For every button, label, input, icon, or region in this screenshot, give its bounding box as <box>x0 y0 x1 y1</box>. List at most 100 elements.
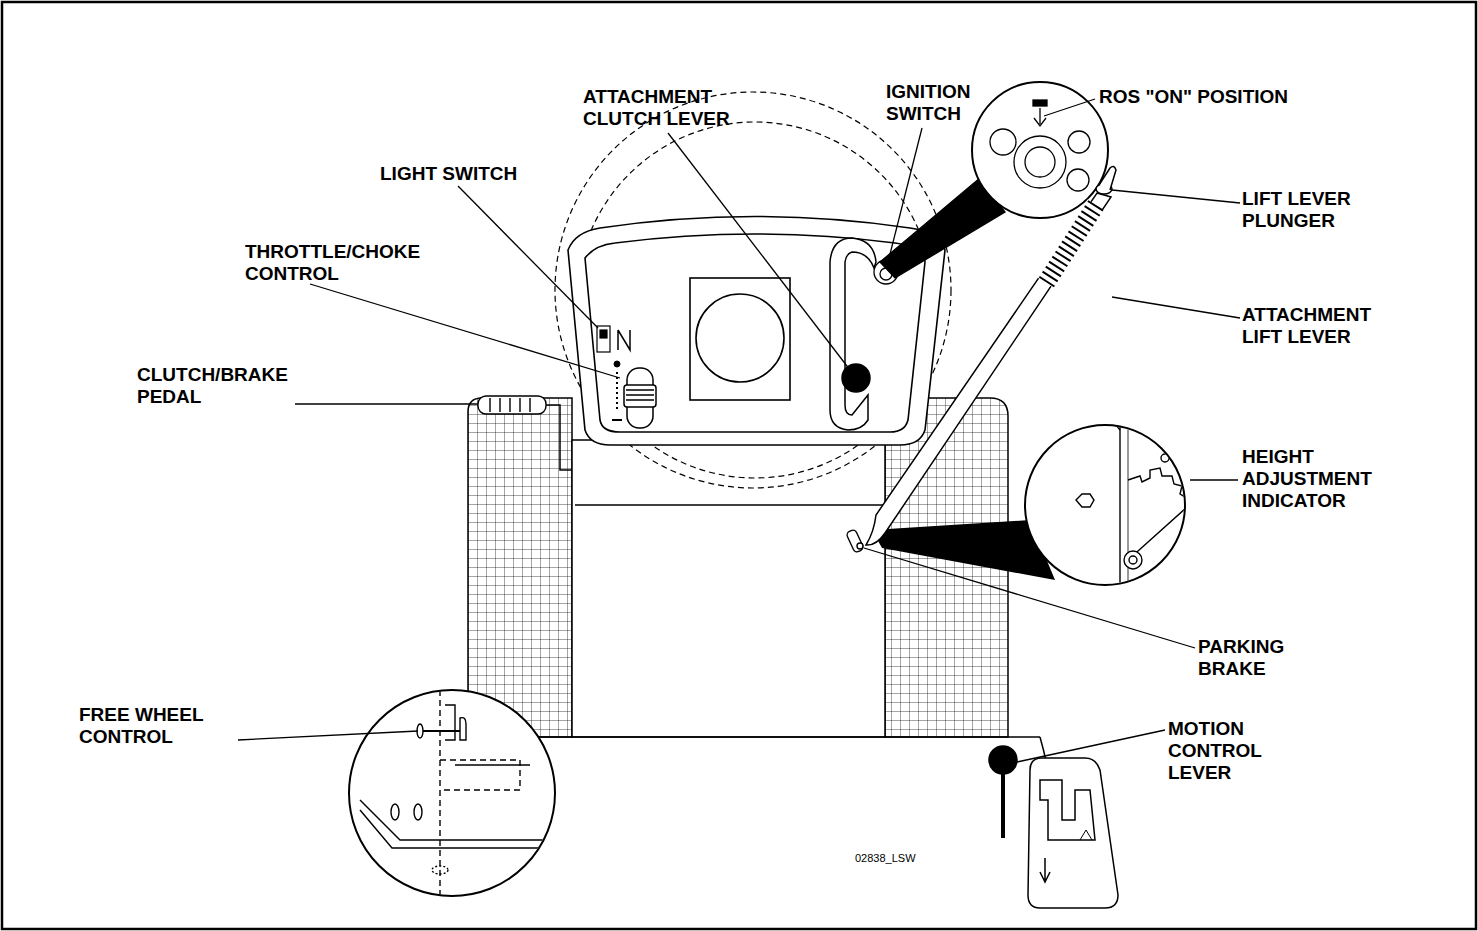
leader-line <box>1044 99 1095 116</box>
part-label: HEIGHT ADJUSTMENT INDICATOR <box>1242 446 1392 512</box>
part-label: ATTACHMENT LIFT LEVER <box>1242 304 1380 348</box>
leader-line <box>1112 297 1240 318</box>
light-switch <box>618 330 630 350</box>
light-switch <box>600 330 607 338</box>
figure-code: 02838_LSW <box>855 852 935 865</box>
free-wheel-control <box>349 690 560 900</box>
attachment-clutch-lever <box>842 364 870 392</box>
dashboard-console <box>690 278 790 400</box>
dashboard-console <box>696 294 784 382</box>
leader-line <box>458 186 598 328</box>
free-wheel-control <box>455 764 530 765</box>
part-label: LIGHT SWITCH <box>380 163 580 185</box>
height-adjustment-indicator <box>1112 420 1120 430</box>
free-wheel-control <box>391 804 399 820</box>
part-label: ATTACHMENT CLUTCH LEVER <box>583 86 758 130</box>
hood-outline <box>555 92 951 488</box>
motion-control-lever <box>1080 830 1092 840</box>
part-label: LIFT LEVER PLUNGER <box>1242 188 1360 232</box>
dashboard-console <box>585 234 925 432</box>
free-wheel-control <box>445 705 455 740</box>
part-label: MOTION CONTROL LEVER <box>1168 718 1283 784</box>
attachment-lift-lever <box>866 193 1111 545</box>
leader-line <box>1112 190 1240 203</box>
leader-line <box>1190 479 1238 480</box>
throttle-choke-control <box>612 361 656 428</box>
motion-control-lever <box>989 746 1017 774</box>
tractor-body <box>575 504 885 506</box>
tractor-body <box>572 440 885 737</box>
parking-brake <box>857 543 863 549</box>
height-adjustment-indicator <box>872 520 1055 580</box>
attachment-lift-lever <box>1046 205 1096 283</box>
leader-line <box>1017 730 1165 762</box>
part-label: FREE WHEEL CONTROL <box>79 704 229 748</box>
clutch-brake-pedal <box>490 398 530 412</box>
part-label: ROS "ON" POSITION <box>1099 86 1359 108</box>
height-adjustment-indicator <box>872 420 1209 590</box>
clutch-brake-pedal <box>478 396 546 414</box>
free-wheel-control <box>420 730 460 732</box>
part-label: CLUTCH/BRAKE PEDAL <box>137 364 302 408</box>
attachment-clutch-lever <box>830 238 876 430</box>
leader-line <box>864 548 1195 648</box>
ignition-switch <box>1033 100 1047 106</box>
throttle-choke-control <box>612 419 622 421</box>
light-switch <box>597 326 610 352</box>
ignition-switch <box>1025 147 1055 177</box>
free-wheel-control <box>360 800 560 840</box>
dashboard-console <box>568 217 945 446</box>
parking-brake <box>846 529 864 553</box>
leader-line <box>238 99 1240 762</box>
leader-line <box>668 133 850 370</box>
throttle-choke-control <box>626 390 654 400</box>
free-wheel-control <box>360 810 560 848</box>
free-wheel-control <box>349 690 555 896</box>
height-adjustment-indicator <box>1076 420 1209 590</box>
leader-line <box>295 403 478 404</box>
motion-control-lever <box>989 746 1118 908</box>
throttle-choke-control <box>616 372 618 412</box>
ignition-switch <box>1068 131 1090 153</box>
leader-line <box>310 284 620 378</box>
motion-control-lever <box>1001 765 1005 838</box>
height-adjustment-indicator <box>1201 480 1209 488</box>
throttle-choke-control <box>624 385 656 407</box>
free-wheel-control <box>414 804 422 820</box>
height-adjustment-indicator <box>1025 425 1185 585</box>
part-label: IGNITION SWITCH <box>886 81 996 125</box>
free-wheel-control <box>432 866 448 874</box>
motion-control-lever <box>1028 758 1118 908</box>
leader-line <box>238 731 418 740</box>
height-adjustment-indicator <box>1076 494 1094 507</box>
floor-mat <box>468 398 572 737</box>
free-wheel-control <box>439 690 440 900</box>
part-label: THROTTLE/CHOKE CONTROL <box>245 241 415 285</box>
height-adjustment-indicator <box>1129 556 1137 564</box>
attachment-lift-lever <box>866 166 1116 545</box>
part-label: PARKING BRAKE <box>1198 636 1303 680</box>
free-wheel-control <box>360 690 560 900</box>
ignition-switch <box>972 82 1108 218</box>
leader-line <box>888 128 922 262</box>
height-adjustment-indicator <box>1124 551 1142 569</box>
parking-brake <box>846 529 864 553</box>
attachment-lift-lever <box>1046 205 1096 283</box>
attachment-lift-lever <box>1099 166 1116 190</box>
ignition-switch <box>1067 169 1089 191</box>
hood-outline <box>555 92 951 488</box>
motion-control-lever <box>1040 858 1050 882</box>
height-adjustment-indicator <box>1161 454 1169 462</box>
dashboard-console <box>568 217 945 446</box>
motion-control-lever <box>1040 780 1095 840</box>
ignition-switch <box>1034 108 1046 126</box>
ignition-switch <box>874 82 1108 284</box>
attachment-clutch-lever <box>830 238 876 430</box>
light-switch <box>597 326 630 352</box>
clutch-brake-pedal <box>478 396 546 414</box>
height-adjustment-indicator <box>1119 420 1120 590</box>
ignition-switch <box>1014 136 1066 188</box>
